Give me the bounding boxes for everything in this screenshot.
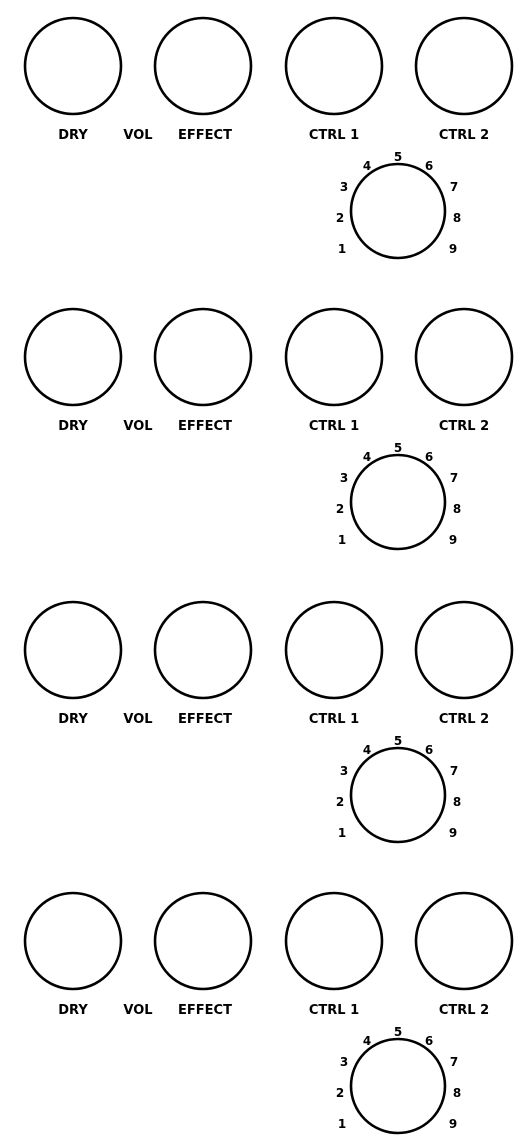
selector-position-label: 9: [449, 533, 457, 547]
selector-position-label: 4: [363, 743, 371, 757]
ctrl1-knob[interactable]: [284, 307, 384, 407]
selector-position-label: 6: [425, 743, 433, 757]
selector-position-label: 1: [338, 533, 346, 547]
label-dry: DRY: [58, 712, 88, 727]
selector-position-label: 7: [450, 471, 458, 485]
label-vol: VOL: [123, 128, 152, 143]
dry-knob[interactable]: [23, 16, 123, 116]
effect-knob[interactable]: [153, 307, 253, 407]
selector-position-label: 9: [449, 826, 457, 840]
selector-position-label: 5: [394, 1025, 402, 1039]
selector-position-label: 8: [453, 211, 461, 225]
dry-knob[interactable]: [23, 600, 123, 700]
selector-position-label: 8: [453, 795, 461, 809]
panel-section: DRY VOL EFFECT CTRL 1 CTRL 2 1 2 3 4 5 6 7 8 9: [23, 307, 514, 551]
label-vol: VOL: [123, 712, 152, 727]
selector-position-label: 4: [363, 159, 371, 173]
selector-position-label: 5: [394, 441, 402, 455]
label-ctrl2: CTRL 2: [439, 128, 489, 143]
ctrl2-knob[interactable]: [414, 16, 514, 116]
selector-position-label: 2: [336, 795, 344, 809]
label-effect: EFFECT: [178, 128, 232, 143]
selector-knob[interactable]: [349, 1037, 447, 1135]
ctrl1-knob[interactable]: [284, 600, 384, 700]
selector-position-label: 6: [425, 1034, 433, 1048]
selector-position-label: 9: [449, 1117, 457, 1131]
selector-position-label: 3: [340, 1055, 348, 1069]
label-dry: DRY: [58, 128, 88, 143]
label-ctrl1: CTRL 1: [309, 712, 359, 727]
label-ctrl1: CTRL 1: [309, 1003, 359, 1018]
selector-position-label: 2: [336, 211, 344, 225]
panel-section: DRY VOL EFFECT CTRL 1 CTRL 2 1 2 3 4 5 6 7 8 9: [23, 891, 514, 1135]
selector-knob[interactable]: [349, 162, 447, 260]
dry-knob[interactable]: [23, 307, 123, 407]
ctrl2-knob[interactable]: [414, 600, 514, 700]
panel-section: DRY VOL EFFECT CTRL 1 CTRL 2 1 2 3 4 5 6 7 8 9: [23, 16, 514, 260]
label-ctrl2: CTRL 2: [439, 419, 489, 434]
effect-knob[interactable]: [153, 600, 253, 700]
label-ctrl2: CTRL 2: [439, 712, 489, 727]
label-ctrl1: CTRL 1: [309, 419, 359, 434]
selector-position-label: 7: [450, 180, 458, 194]
selector-position-label: 9: [449, 242, 457, 256]
label-dry: DRY: [58, 1003, 88, 1018]
label-vol: VOL: [123, 1003, 152, 1018]
label-vol: VOL: [123, 419, 152, 434]
selector-position-label: 2: [336, 1086, 344, 1100]
selector-position-label: 3: [340, 471, 348, 485]
label-ctrl2: CTRL 2: [439, 1003, 489, 1018]
label-ctrl1: CTRL 1: [309, 128, 359, 143]
dry-knob[interactable]: [23, 891, 123, 991]
label-effect: EFFECT: [178, 419, 232, 434]
effect-knob[interactable]: [153, 16, 253, 116]
selector-position-label: 7: [450, 764, 458, 778]
selector-position-label: 1: [338, 242, 346, 256]
selector-position-label: 7: [450, 1055, 458, 1069]
selector-position-label: 5: [394, 734, 402, 748]
selector-position-label: 1: [338, 1117, 346, 1131]
ctrl1-knob[interactable]: [284, 16, 384, 116]
ctrl2-knob[interactable]: [414, 307, 514, 407]
selector-position-label: 3: [340, 764, 348, 778]
label-dry: DRY: [58, 419, 88, 434]
effect-knob[interactable]: [153, 891, 253, 991]
ctrl2-knob[interactable]: [414, 891, 514, 991]
selector-position-label: 8: [453, 502, 461, 516]
selector-position-label: 3: [340, 180, 348, 194]
selector-knob[interactable]: [349, 746, 447, 844]
selector-position-label: 4: [363, 450, 371, 464]
selector-position-label: 1: [338, 826, 346, 840]
selector-position-label: 5: [394, 150, 402, 164]
ctrl1-knob[interactable]: [284, 891, 384, 991]
selector-position-label: 6: [425, 450, 433, 464]
label-effect: EFFECT: [178, 712, 232, 727]
label-effect: EFFECT: [178, 1003, 232, 1018]
selector-knob[interactable]: [349, 453, 447, 551]
selector-position-label: 4: [363, 1034, 371, 1048]
panel-section: DRY VOL EFFECT CTRL 1 CTRL 2 1 2 3 4 5 6 7 8 9: [23, 600, 514, 844]
selector-position-label: 8: [453, 1086, 461, 1100]
selector-position-label: 2: [336, 502, 344, 516]
selector-position-label: 6: [425, 159, 433, 173]
